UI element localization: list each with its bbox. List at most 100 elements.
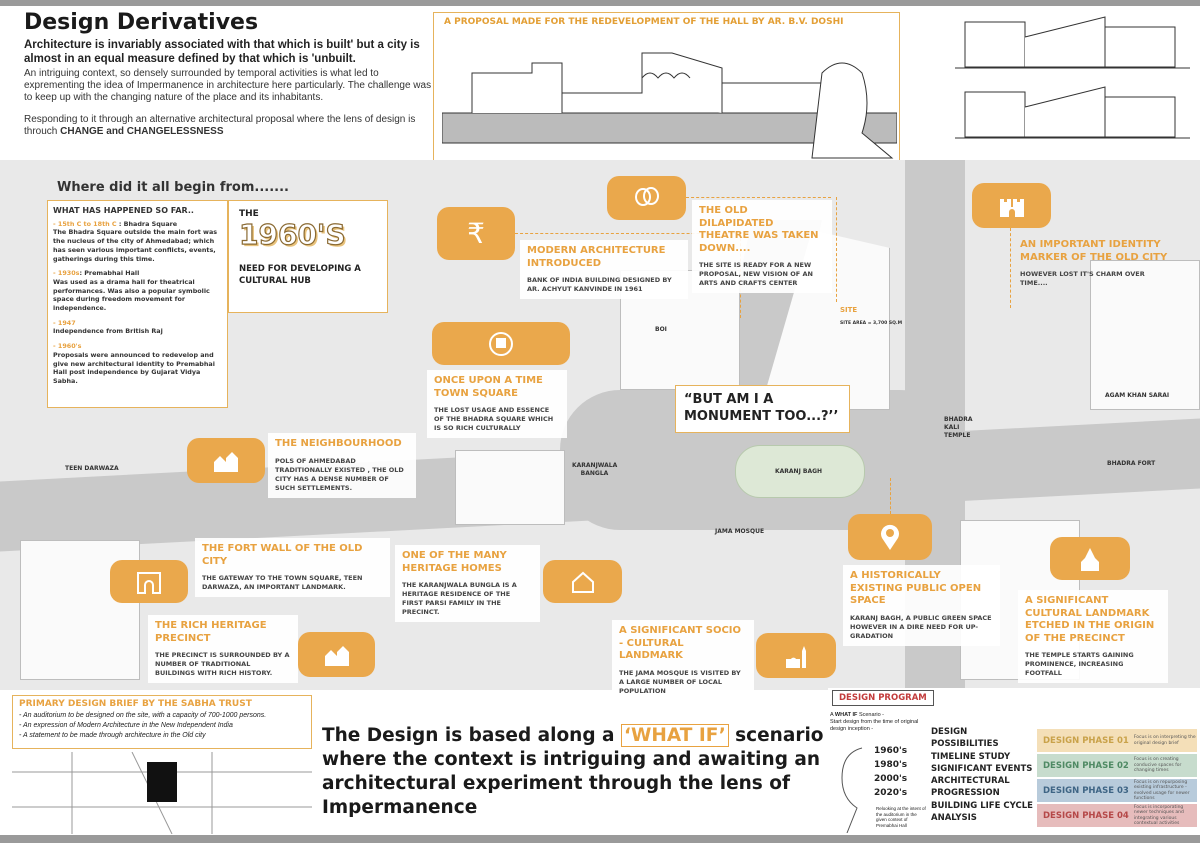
card-body: THE PRECINCT IS SURROUNDED BY A NUMBER O… bbox=[155, 651, 290, 677]
label-agam-khan-sarai: AGAM KHAN SARAI bbox=[1105, 392, 1170, 399]
doshi-sketch bbox=[841, 747, 863, 833]
card-body: THE SITE IS READY FOR A NEW PROPOSAL, NE… bbox=[699, 261, 813, 287]
decade: 2000's bbox=[874, 774, 908, 784]
step: DESIGN POSSIBILITIES bbox=[931, 727, 999, 750]
phase-desc: Focus is incorporating newer techniques … bbox=[1133, 804, 1184, 827]
label-site: SITE bbox=[840, 306, 858, 314]
history-title: WHAT HAS HAPPENED SO FAR.. bbox=[53, 206, 194, 215]
phase-name: DESIGN PHASE 04 bbox=[1043, 810, 1129, 821]
relook-text: Relooking at the intent of the auditoriu… bbox=[876, 806, 926, 828]
design-program-panel: DESIGN PROGRAM A WHAT IF Scenario -Start… bbox=[828, 688, 1200, 835]
event-place: : Premabhai Hall bbox=[79, 269, 140, 278]
phase-desc: Focus is on creating conducive spaces fo… bbox=[1133, 757, 1182, 774]
design-brief-box: PRIMARY DESIGN BRIEF BY THE SABHA TRUST … bbox=[12, 695, 312, 749]
card-heading: A SIGNIFICANT CULTURAL LANDMARK ETCHED I… bbox=[1025, 595, 1155, 644]
card-heading: A HISTORICALLY EXISTING PUBLIC OPEN SPAC… bbox=[850, 570, 982, 606]
phase-name: DESIGN PHASE 01 bbox=[1043, 735, 1129, 746]
doshi-portrait-sketch bbox=[811, 62, 894, 159]
card-heading: ONE OF THE MANY HERITAGE HOMES bbox=[402, 550, 507, 574]
program-title: DESIGN PROGRAM bbox=[832, 690, 934, 706]
scenario-pre: A bbox=[830, 712, 835, 718]
castle-icon bbox=[972, 183, 1051, 228]
rupee-icon: ₹ bbox=[437, 207, 515, 260]
brief-item: - An expression of Modern Architecture i… bbox=[19, 722, 233, 729]
scenario-start: Start design from the time of original d… bbox=[830, 719, 919, 732]
scenario-post: Scenario - bbox=[857, 712, 885, 718]
karanj-bagh-green bbox=[735, 445, 865, 498]
label-jama-mosque: JAMA MOSQUE bbox=[715, 528, 765, 535]
step: TIMELINE STUDY bbox=[931, 751, 1011, 762]
statement-what-if: ‘WHAT IF’ bbox=[620, 724, 729, 747]
monument-speech-bubble: “BUT AM I A MONUMENT TOO...?’’ bbox=[675, 385, 850, 433]
top-border bbox=[0, 0, 1200, 6]
elevation-drawing bbox=[442, 52, 897, 159]
card-heading: THE NEIGHBOURHOOD bbox=[275, 438, 402, 449]
card-neighbourhood: THE NEIGHBOURHOOD POLS OF AHMEDABAD TRADI… bbox=[268, 433, 416, 498]
card-body: BANK OF INDIA BUILDING DESIGNED BY AR. A… bbox=[527, 276, 672, 293]
card-body: THE JAMA MOSQUE IS VISITED BY A LARGE NU… bbox=[619, 668, 741, 695]
decade: 1960's bbox=[874, 746, 908, 756]
leader-line bbox=[1010, 228, 1011, 308]
brief-list: - An auditorium to be designed on the si… bbox=[19, 711, 305, 741]
card-heading: THE RICH HERITAGE PRECINCT bbox=[155, 620, 267, 644]
design-phase-04: DESIGN PHASE 04 Focus is incorporating ne… bbox=[1037, 804, 1197, 827]
card-public-open-space: A HISTORICALLY EXISTING PUBLIC OPEN SPAC… bbox=[843, 565, 1000, 646]
label-karanj-bagh: KARANJ BAGH bbox=[775, 468, 823, 475]
event-text: Proposals were announced to redevelop an… bbox=[53, 350, 215, 385]
intro-column: Architecture is invariably associated wi… bbox=[24, 38, 434, 138]
phase-desc: Focus is on interpreting the original de… bbox=[1133, 735, 1196, 746]
event-period: - 1960's bbox=[53, 342, 82, 351]
heritage-home-icon bbox=[543, 560, 622, 603]
card-heading: A SIGNIFICANT SOCIO - CULTURAL LANDMARK bbox=[619, 625, 742, 661]
card-heading: THE OLD DILAPIDATED THEATRE WAS TAKEN DO… bbox=[699, 205, 819, 254]
label-boi: BOI bbox=[655, 326, 667, 333]
scenario-bold: WHAT IF bbox=[834, 712, 858, 718]
theatre-masks-icon bbox=[607, 176, 686, 220]
sixties-need: NEED FOR DEVELOPING A CULTURAL HUB bbox=[239, 264, 361, 286]
doshi-proposal-panel: A PROPOSAL MADE FOR THE REDEVELOPMENT OF… bbox=[433, 12, 900, 165]
intro2-prefix: Responding to it through an alternative … bbox=[24, 114, 416, 137]
event-period: - 1930s bbox=[53, 269, 80, 278]
statement-post: scenario where the context is intriguing… bbox=[322, 725, 824, 818]
phase-name: DESIGN PHASE 02 bbox=[1043, 760, 1129, 771]
page-title: Design Derivatives bbox=[24, 10, 259, 35]
label-site-area: SITE AREA = 3,700 SQ.M bbox=[840, 321, 903, 326]
program-scenario: A WHAT IF Scenario -Start design from th… bbox=[830, 712, 930, 733]
history-box: WHAT HAS HAPPENED SO FAR.. - 15th C to 1… bbox=[47, 200, 228, 408]
sixties-the: THE bbox=[239, 209, 259, 219]
design-phase-01: DESIGN PHASE 01 Focus is on interpreting … bbox=[1037, 729, 1197, 752]
phase-desc: Focus is on repurposing existing infrast… bbox=[1133, 779, 1190, 802]
design-phase-02: DESIGN PHASE 02 Focus is on creating cond… bbox=[1037, 754, 1197, 777]
event-text: Was used as a drama hall for theatrical … bbox=[53, 277, 210, 313]
brief-title: PRIMARY DESIGN BRIEF BY THE SABHA TRUST bbox=[19, 699, 252, 709]
card-old-theatre: THE OLD DILAPIDATED THEATRE WAS TAKEN DO… bbox=[692, 200, 832, 293]
begin-title: Where did it all begin from....... bbox=[57, 180, 289, 195]
step: SIGNIFICANT EVENTS bbox=[931, 763, 1033, 774]
sixties-box: THE 1960'S NEED FOR DEVELOPING A CULTURA… bbox=[228, 200, 388, 313]
heritage-precinct-icon bbox=[298, 632, 375, 677]
bottom-border bbox=[0, 835, 1200, 843]
design-statement: The Design is based along a ‘WHAT IF’ sc… bbox=[322, 724, 832, 820]
card-body: HOWEVER LOST IT'S CHARM OVER TIME.... bbox=[1020, 270, 1145, 287]
event-period: - 1947 bbox=[53, 318, 76, 327]
step: ARCHITECTURAL PROGRESSION bbox=[931, 776, 1010, 799]
card-cultural-landmark: A SIGNIFICANT CULTURAL LANDMARK ETCHED I… bbox=[1018, 590, 1168, 683]
brief-item: - A statement to be made through archite… bbox=[19, 732, 206, 739]
location-pin-icon bbox=[848, 514, 932, 560]
card-body: POLS OF AHMEDABAD TRADITIONALLY EXISTED … bbox=[275, 456, 404, 492]
card-socio-cultural: A SIGNIFICANT SOCIO - CULTURAL LANDMARK T… bbox=[612, 620, 754, 701]
label-bhadra-fort: BHADRA FORT bbox=[1107, 460, 1156, 467]
label-bhadra-kali-temple: BHADRA KALI TEMPLE bbox=[944, 416, 973, 439]
leader-line bbox=[686, 197, 831, 198]
leader-line bbox=[515, 233, 740, 234]
